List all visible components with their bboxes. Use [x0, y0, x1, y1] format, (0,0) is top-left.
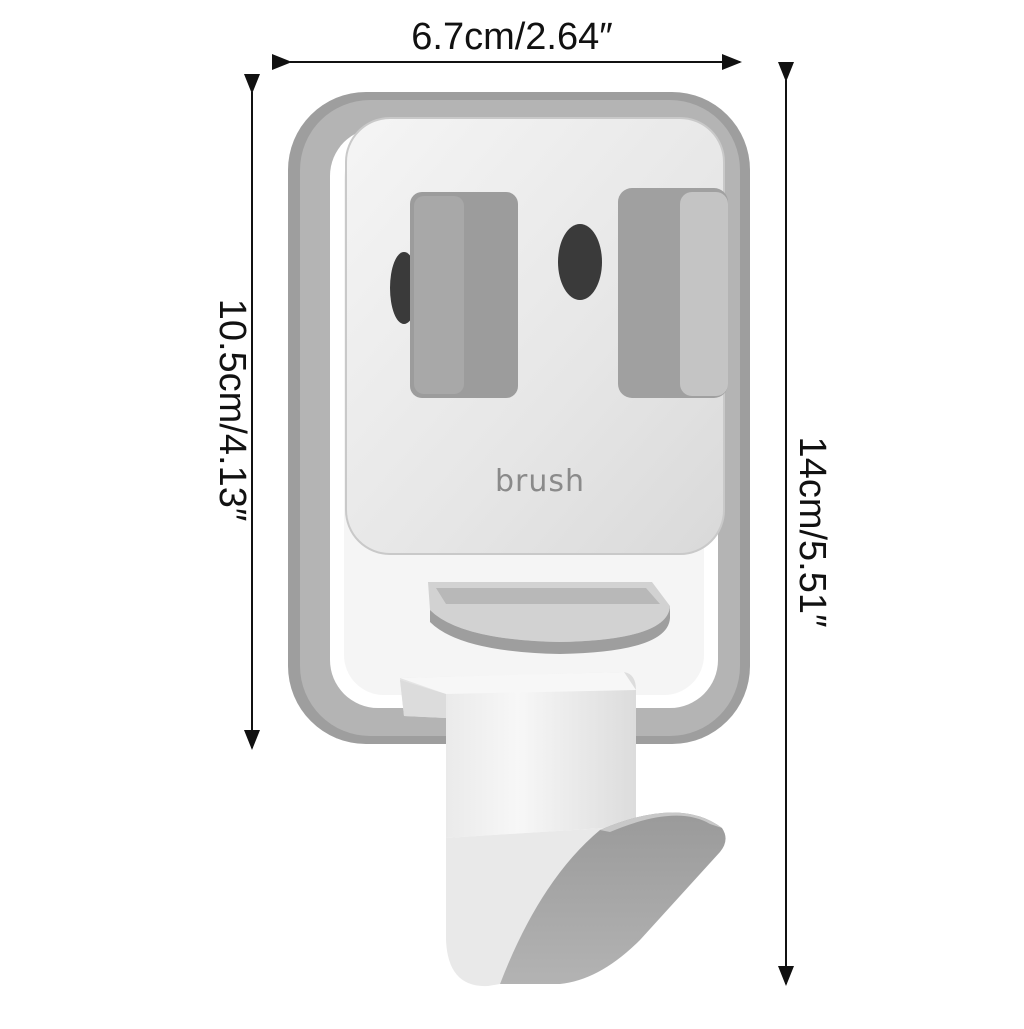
bottom-tray	[428, 582, 670, 654]
slot-right	[558, 224, 602, 300]
brand-text: brush	[494, 464, 586, 499]
total-height-dimension-label: 14cm/5.51″	[791, 436, 833, 628]
plate-height-dimension-label: 10.5cm/4.13″	[211, 298, 253, 522]
hook	[400, 672, 726, 987]
width-dimension-label: 6.7cm/2.64″	[411, 16, 613, 58]
left-clip	[410, 192, 518, 398]
right-clip	[618, 188, 728, 398]
